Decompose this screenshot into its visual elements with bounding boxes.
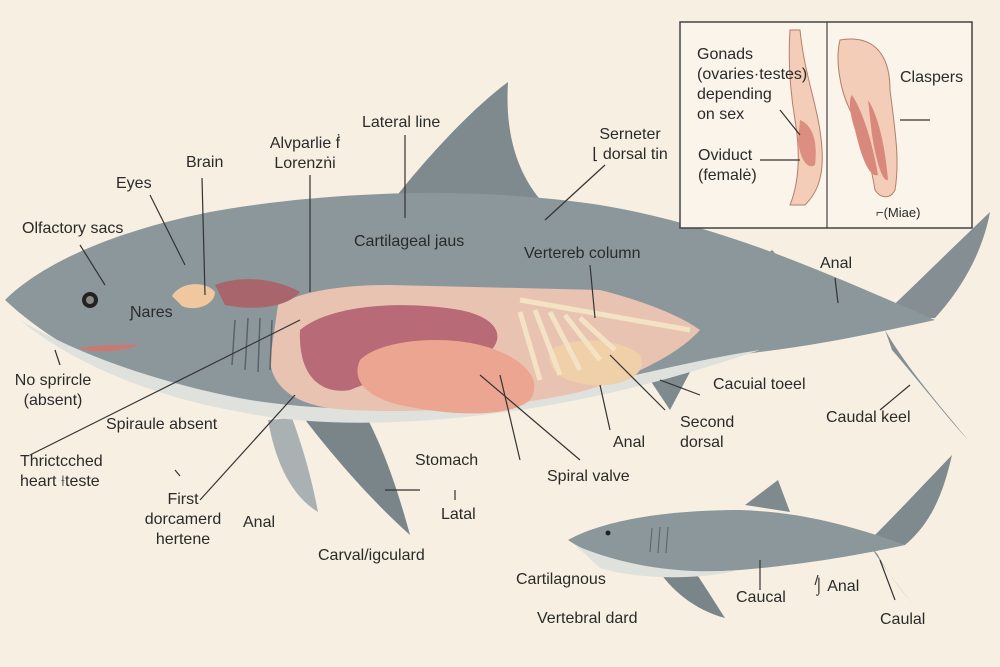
label-nares: Ɲares — [130, 304, 173, 321]
stomach-organ — [357, 340, 535, 414]
label-eyes: Eyes — [116, 175, 152, 192]
label-anal-top: Anal — [820, 255, 853, 272]
label-vertebral-column: Vertereb column — [524, 245, 641, 262]
label-lateral-line: Lateral line — [362, 114, 441, 131]
reproductive-inset — [679, 21, 973, 229]
label-serneter: Serneter ⌊ dorsal tin — [592, 126, 668, 163]
pectoral-fin — [290, 400, 410, 535]
pelvic-fin — [268, 418, 318, 512]
small-shark-body — [568, 510, 905, 572]
label-gonads: Gonads (ovaries·testes) depending on sex — [697, 46, 808, 123]
label-ampullae: Alvparlie ḟ Lorenzṅi — [269, 135, 341, 172]
label-carval: Carval/igculard — [318, 547, 425, 564]
vertebral-ribs — [517, 297, 691, 381]
label-latal: Latal — [441, 506, 476, 523]
label-cartilageal-jaws: Cartilageal jaus — [354, 233, 465, 250]
label-no-spiracle: No sprircle (absent) — [14, 372, 92, 409]
label-caudal-keel: Caudal keel — [826, 409, 911, 426]
label-spiral-valve: Spiral valve — [547, 468, 630, 485]
label-male: ⌐(Miae) — [876, 205, 921, 220]
main-shark — [5, 82, 990, 535]
label-claspers: Claspers — [900, 69, 964, 86]
label-small-caulal: Caulal — [880, 611, 926, 628]
caudal-fin-upper — [880, 212, 990, 318]
label-small-anal: ⌡ Anal — [814, 578, 860, 595]
label-anal-fin: Anal — [243, 514, 276, 531]
brain-organ — [172, 284, 215, 309]
mouth-teeth — [78, 344, 140, 352]
label-stomach: Stomach — [415, 452, 479, 469]
main-leader-lines — [29, 135, 911, 501]
label-spiracle-absent: Spiraule absent — [106, 416, 218, 433]
shark-belly — [20, 320, 760, 423]
label-oviduct: Oviduct (femalė) — [698, 147, 757, 184]
label-small-cartilaginous: Cartilagnous — [516, 571, 606, 588]
label-second-dorsal: Second dorsal — [680, 414, 735, 451]
small-shark — [568, 455, 952, 618]
label-brain: Brain — [186, 154, 224, 171]
label-heart: Thrictcched heart ⟊teste — [20, 453, 103, 490]
label-small-vertebral: Vertebral dard — [537, 610, 638, 627]
label-first-dorsal: First dorcamerd hertene — [144, 491, 222, 548]
first-dorsal-fin — [395, 82, 548, 208]
label-anal-mid: Anal — [613, 434, 646, 451]
label-caudal-toeel: Cacuial toeel — [713, 376, 806, 393]
olfactory-organ — [215, 279, 300, 308]
gill-slits — [231, 317, 273, 373]
label-small-caucal: Caucal — [736, 589, 786, 606]
label-olfactory-sacs: Olfactory sacs — [22, 220, 124, 237]
